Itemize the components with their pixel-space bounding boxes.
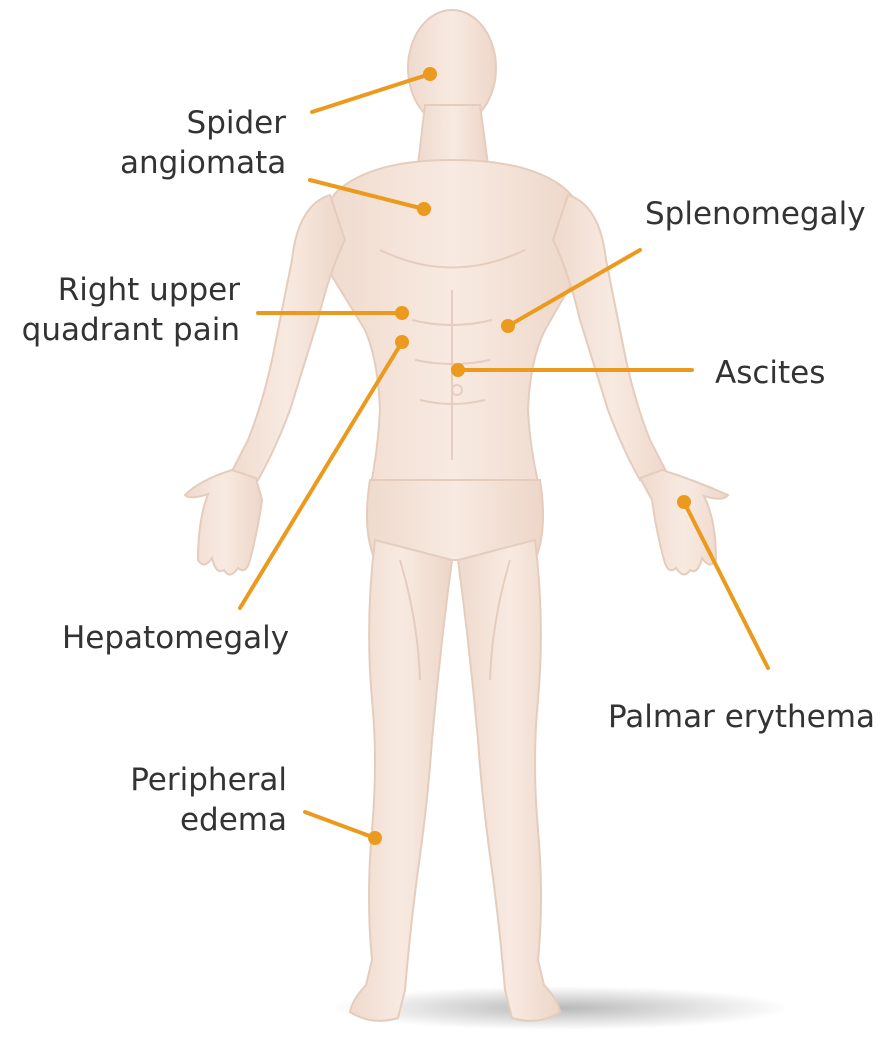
callout-ruq-pain-dot: [395, 306, 409, 320]
label-ascites: Ascites: [715, 353, 825, 393]
callout-splenomegaly-dot: [501, 319, 515, 333]
label-palmar-erythema: Palmar erythema: [608, 697, 875, 737]
label-splenomegaly: Splenomegaly: [645, 194, 866, 234]
callout-ascites-dot: [451, 363, 465, 377]
label-spider-angiomata: Spider angiomata: [120, 103, 286, 183]
callout-palmar-erythema-line: [684, 502, 768, 668]
label-hepatomegaly: Hepatomegaly: [62, 618, 289, 658]
label-peripheral-edema: Peripheral edema: [105, 760, 287, 840]
callout-hepatomegaly-dot: [395, 335, 409, 349]
callout-peripheral-edema-line: [305, 812, 375, 838]
callout-spider-face-dot: [423, 67, 437, 81]
callout-spider-chest-dot: [417, 202, 431, 216]
callout-peripheral-edema-dot: [368, 831, 382, 845]
label-right-upper-quadrant-pain: Right upper quadrant pain: [10, 270, 240, 350]
callout-palmar-erythema-dot: [677, 495, 691, 509]
